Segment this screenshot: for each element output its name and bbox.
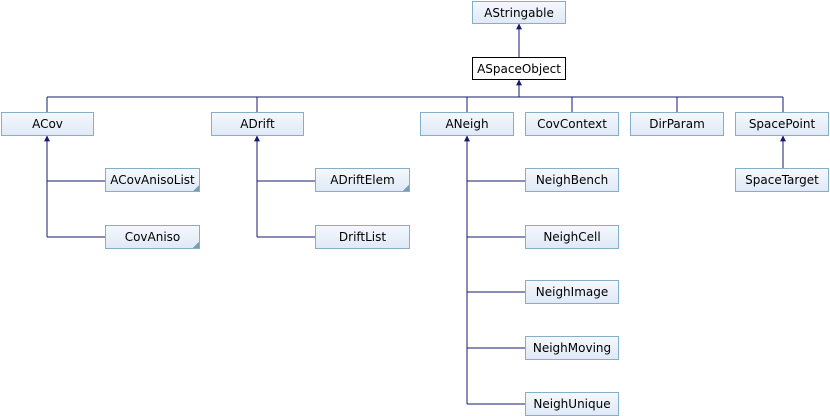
node-label: SpaceTarget — [745, 173, 819, 187]
node-label: ASpaceObject — [477, 61, 561, 76]
node-label: ACovAnisoList — [110, 173, 195, 187]
folded-corner-icon — [193, 185, 199, 191]
node-neighcell[interactable]: NeighCell — [525, 225, 619, 249]
node-label: NeighBench — [535, 173, 609, 187]
node-acovanisolist[interactable]: ACovAnisoList — [105, 168, 200, 192]
node-label: CovContext — [537, 117, 607, 131]
node-label: NeighMoving — [532, 341, 612, 355]
node-label: SpacePoint — [748, 117, 816, 131]
folded-corner-icon — [403, 185, 409, 191]
node-neighunique[interactable]: NeighUnique — [525, 392, 619, 416]
node-neighmoving[interactable]: NeighMoving — [525, 336, 619, 360]
node-label: NeighUnique — [533, 397, 611, 411]
node-spacepoint[interactable]: SpacePoint — [735, 112, 829, 136]
node-label: ACov — [32, 117, 63, 131]
node-covcontext[interactable]: CovContext — [525, 112, 619, 136]
node-adrift[interactable]: ADrift — [211, 112, 304, 136]
node-dirparam[interactable]: DirParam — [630, 112, 724, 136]
node-driftlist[interactable]: DriftList — [315, 225, 410, 249]
node-astringable[interactable]: AStringable — [472, 1, 566, 24]
node-label: NeighImage — [535, 285, 609, 299]
node-aneigh[interactable]: ANeigh — [420, 112, 514, 136]
node-label: ADrift — [240, 117, 275, 131]
folded-corner-icon — [193, 242, 199, 248]
node-label: CovAniso — [124, 230, 181, 244]
node-covaniso[interactable]: CovAniso — [105, 225, 200, 249]
node-neighimage[interactable]: NeighImage — [525, 280, 619, 304]
node-aspaceobject: ASpaceObject — [472, 57, 566, 80]
node-spacetarget[interactable]: SpaceTarget — [735, 168, 829, 192]
node-label: ANeigh — [445, 117, 489, 131]
node-acov[interactable]: ACov — [1, 112, 94, 136]
node-label: NeighCell — [543, 230, 601, 244]
node-neighbench[interactable]: NeighBench — [525, 168, 619, 192]
node-label: DriftList — [338, 230, 387, 244]
node-label: AStringable — [484, 5, 554, 20]
node-label: DirParam — [649, 117, 705, 131]
node-adriftelem[interactable]: ADriftElem — [315, 168, 410, 192]
node-label: ADriftElem — [330, 173, 395, 187]
